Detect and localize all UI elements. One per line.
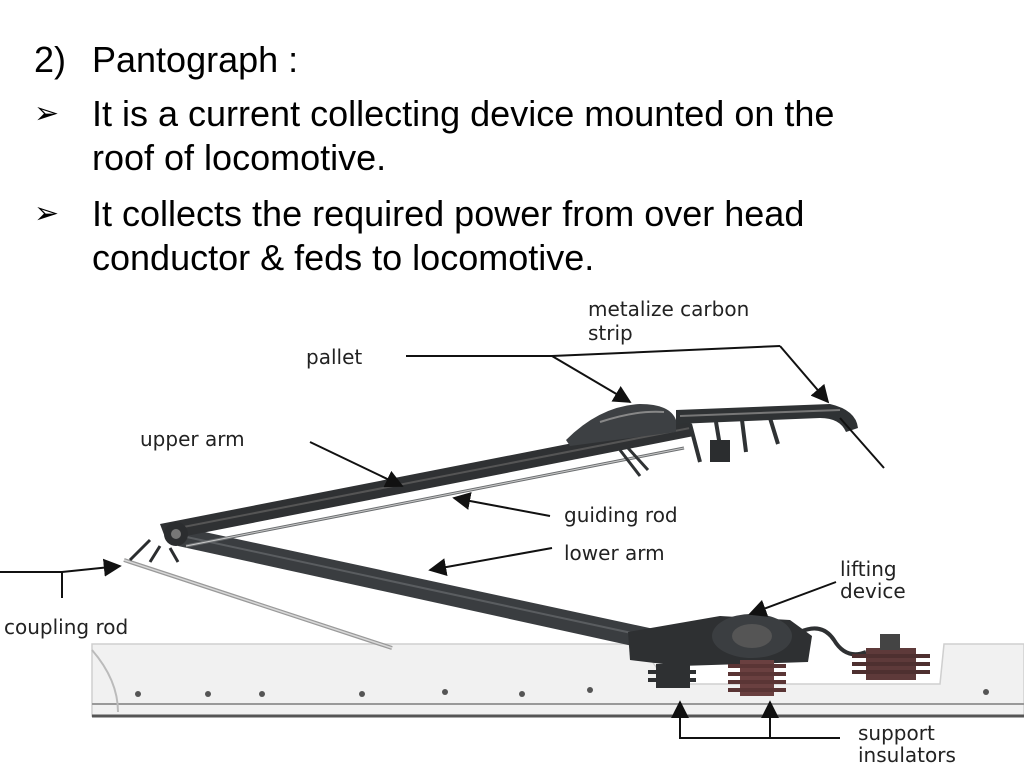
callouts bbox=[0, 345, 885, 739]
bullet-1-line-2: roof of locomotive. bbox=[92, 137, 387, 178]
slide-heading: 2) Pantograph : bbox=[34, 38, 298, 82]
label-support-insulators-1: support bbox=[858, 721, 935, 745]
label-upper-arm: upper arm bbox=[140, 427, 245, 451]
label-lower-arm: lower arm bbox=[564, 541, 665, 565]
upper-arm bbox=[160, 420, 694, 540]
bullet-1-line-1: It is a current collecting device mounte… bbox=[92, 93, 835, 134]
support-insulator-right bbox=[728, 660, 786, 696]
knee-hinge bbox=[128, 522, 188, 563]
locomotive-roof bbox=[91, 643, 1024, 718]
guiding-rod bbox=[185, 446, 685, 548]
label-metalize-carbon-strip-2: strip bbox=[588, 321, 633, 345]
pallet-head bbox=[566, 404, 858, 477]
arrow-bullet-icon: ➢ bbox=[34, 97, 60, 130]
heading-number: 2) bbox=[34, 39, 67, 80]
bullet-text-2: It collects the required power from over… bbox=[92, 192, 972, 280]
roof-rivets bbox=[135, 687, 989, 697]
pantograph-diagram: metalize carbon strip pallet upper arm g… bbox=[0, 297, 1024, 767]
label-pallet: pallet bbox=[306, 345, 362, 369]
support-insulator-left bbox=[648, 664, 696, 688]
coupling-rod bbox=[123, 558, 393, 650]
label-guiding-rod: guiding rod bbox=[564, 503, 678, 527]
diagram-labels: metalize carbon strip pallet upper arm g… bbox=[4, 297, 956, 767]
heading-title: Pantograph : bbox=[92, 39, 299, 80]
bullet-2-line-2: conductor & feds to locomotive. bbox=[92, 237, 595, 278]
support-insulator-rear bbox=[852, 634, 930, 680]
bullet-2-line-1: It collects the required power from over… bbox=[92, 193, 805, 234]
label-support-insulators-2: insulators bbox=[858, 743, 956, 767]
label-coupling-rod: coupling rod bbox=[4, 615, 128, 639]
label-lifting-device-1: lifting bbox=[840, 557, 897, 581]
arrow-bullet-icon: ➢ bbox=[34, 197, 60, 230]
lower-arm bbox=[178, 528, 668, 652]
label-metalize-carbon-strip-1: metalize carbon bbox=[588, 297, 749, 321]
label-lifting-device-2: device bbox=[840, 579, 906, 603]
bullet-text-1: It is a current collecting device mounte… bbox=[92, 92, 972, 180]
lifting-device bbox=[628, 614, 867, 666]
